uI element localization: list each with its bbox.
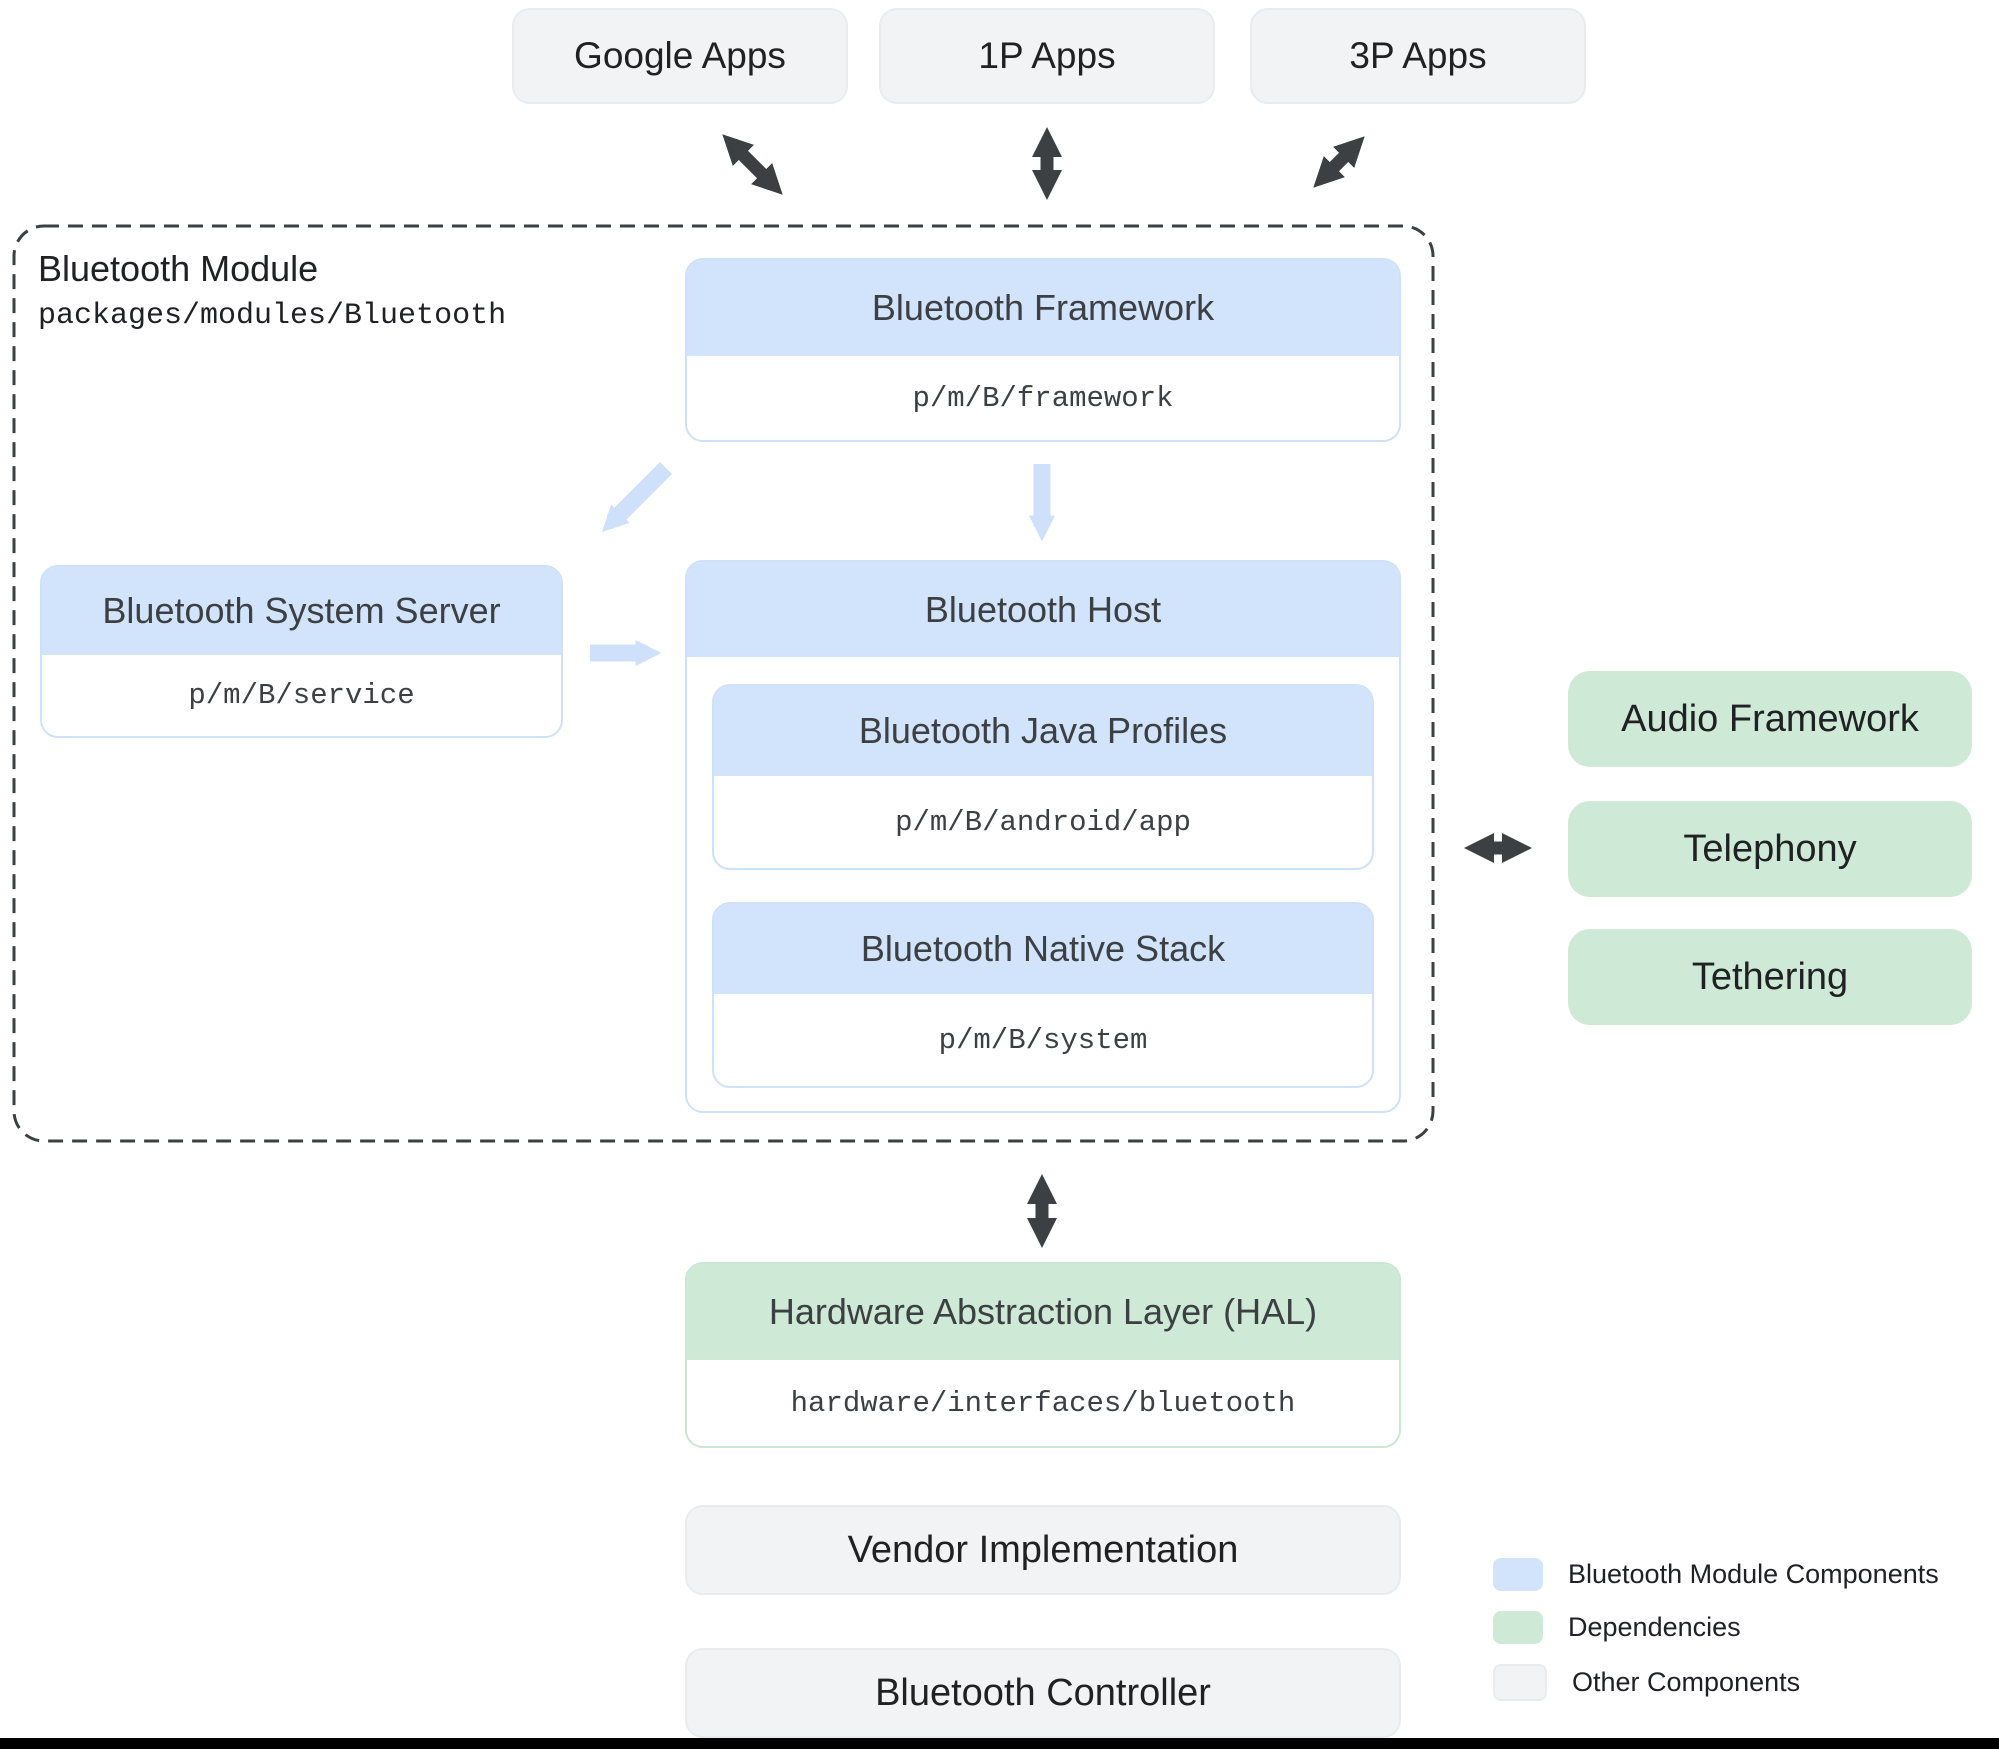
bluetooth-system-server-path: p/m/B/service — [42, 655, 561, 736]
bluetooth-system-server-box: Bluetooth System Server p/m/B/service — [40, 565, 563, 738]
bluetooth-framework-title: Bluetooth Framework — [871, 287, 1215, 328]
legend-label-module-components: Bluetooth Module Components — [1568, 1559, 1939, 1589]
audio-framework-label: Audio Framework — [1621, 697, 1919, 740]
google-apps-label: Google Apps — [574, 35, 786, 76]
bluetooth-host-body: Bluetooth Java Profiles p/m/B/android/ap… — [687, 657, 1399, 1111]
first-party-apps-box: 1P Apps — [879, 8, 1215, 104]
legend-item-module-components: Bluetooth Module Components — [1493, 1558, 1939, 1591]
hal-box: Hardware Abstraction Layer (HAL) hardwar… — [685, 1262, 1401, 1448]
legend-swatch-gray — [1493, 1664, 1547, 1701]
legend-label-other-components: Other Components — [1572, 1667, 1801, 1697]
screenshot-bottom-edge — [0, 1738, 1999, 1749]
bluetooth-system-server-title: Bluetooth System Server — [102, 590, 501, 631]
hal-title: Hardware Abstraction Layer (HAL) — [768, 1291, 1318, 1332]
bluetooth-host-box: Bluetooth Host Bluetooth Java Profiles p… — [685, 560, 1401, 1113]
framework-to-system-server-arrow-icon — [601, 461, 673, 533]
bluetooth-module-label-group: Bluetooth Module packages/modules/Blueto… — [38, 246, 658, 333]
telephony-label: Telephony — [1683, 827, 1857, 870]
bluetooth-java-profiles-box: Bluetooth Java Profiles p/m/B/android/ap… — [712, 684, 1374, 870]
legend-swatch-blue — [1493, 1558, 1543, 1591]
google-apps-box: Google Apps — [512, 8, 848, 104]
legend-swatch-green — [1493, 1611, 1543, 1644]
bluetooth-java-profiles-title: Bluetooth Java Profiles — [858, 710, 1228, 751]
vendor-implementation-label: Vendor Implementation — [847, 1528, 1239, 1571]
bluetooth-framework-header: Bluetooth Framework — [687, 260, 1399, 356]
third-party-apps-box: 3P Apps — [1250, 8, 1586, 104]
bluetooth-module-title: Bluetooth Module — [38, 248, 319, 289]
bluetooth-native-stack-box: Bluetooth Native Stack p/m/B/system — [712, 902, 1374, 1088]
tethering-label: Tethering — [1691, 955, 1849, 998]
third-party-apps-bidirectional-arrow-icon — [1313, 136, 1365, 188]
legend-label-dependencies: Dependencies — [1568, 1612, 1741, 1642]
hal-path: hardware/interfaces/bluetooth — [687, 1360, 1399, 1446]
first-party-apps-label: 1P Apps — [978, 35, 1116, 76]
bluetooth-framework-box: Bluetooth Framework p/m/B/framework — [685, 258, 1401, 442]
audio-framework-box: Audio Framework — [1568, 671, 1972, 767]
vendor-implementation-box: Vendor Implementation — [685, 1505, 1401, 1595]
bluetooth-native-stack-path: p/m/B/system — [714, 994, 1372, 1086]
bluetooth-host-title: Bluetooth Host — [924, 588, 1162, 630]
bluetooth-framework-path: p/m/B/framework — [687, 356, 1399, 440]
legend-item-dependencies: Dependencies — [1493, 1611, 1741, 1644]
telephony-box: Telephony — [1568, 801, 1972, 897]
bluetooth-controller-box: Bluetooth Controller — [685, 1648, 1401, 1738]
bluetooth-java-profiles-path: p/m/B/android/app — [714, 776, 1372, 868]
third-party-apps-label: 3P Apps — [1349, 35, 1487, 76]
bluetooth-module-path: packages/modules/Bluetooth — [38, 299, 507, 333]
google-apps-bidirectional-arrow-icon — [722, 134, 783, 195]
tethering-box: Tethering — [1568, 929, 1972, 1025]
bluetooth-host-header: Bluetooth Host — [687, 562, 1399, 657]
bluetooth-system-server-header: Bluetooth System Server — [42, 567, 561, 655]
bluetooth-native-stack-title: Bluetooth Native Stack — [860, 928, 1226, 969]
legend-item-other-components: Other Components — [1493, 1664, 1800, 1701]
bluetooth-native-stack-header: Bluetooth Native Stack — [714, 904, 1372, 994]
bluetooth-controller-label: Bluetooth Controller — [875, 1671, 1211, 1714]
hal-header: Hardware Abstraction Layer (HAL) — [687, 1264, 1399, 1360]
bluetooth-java-profiles-header: Bluetooth Java Profiles — [714, 686, 1372, 776]
